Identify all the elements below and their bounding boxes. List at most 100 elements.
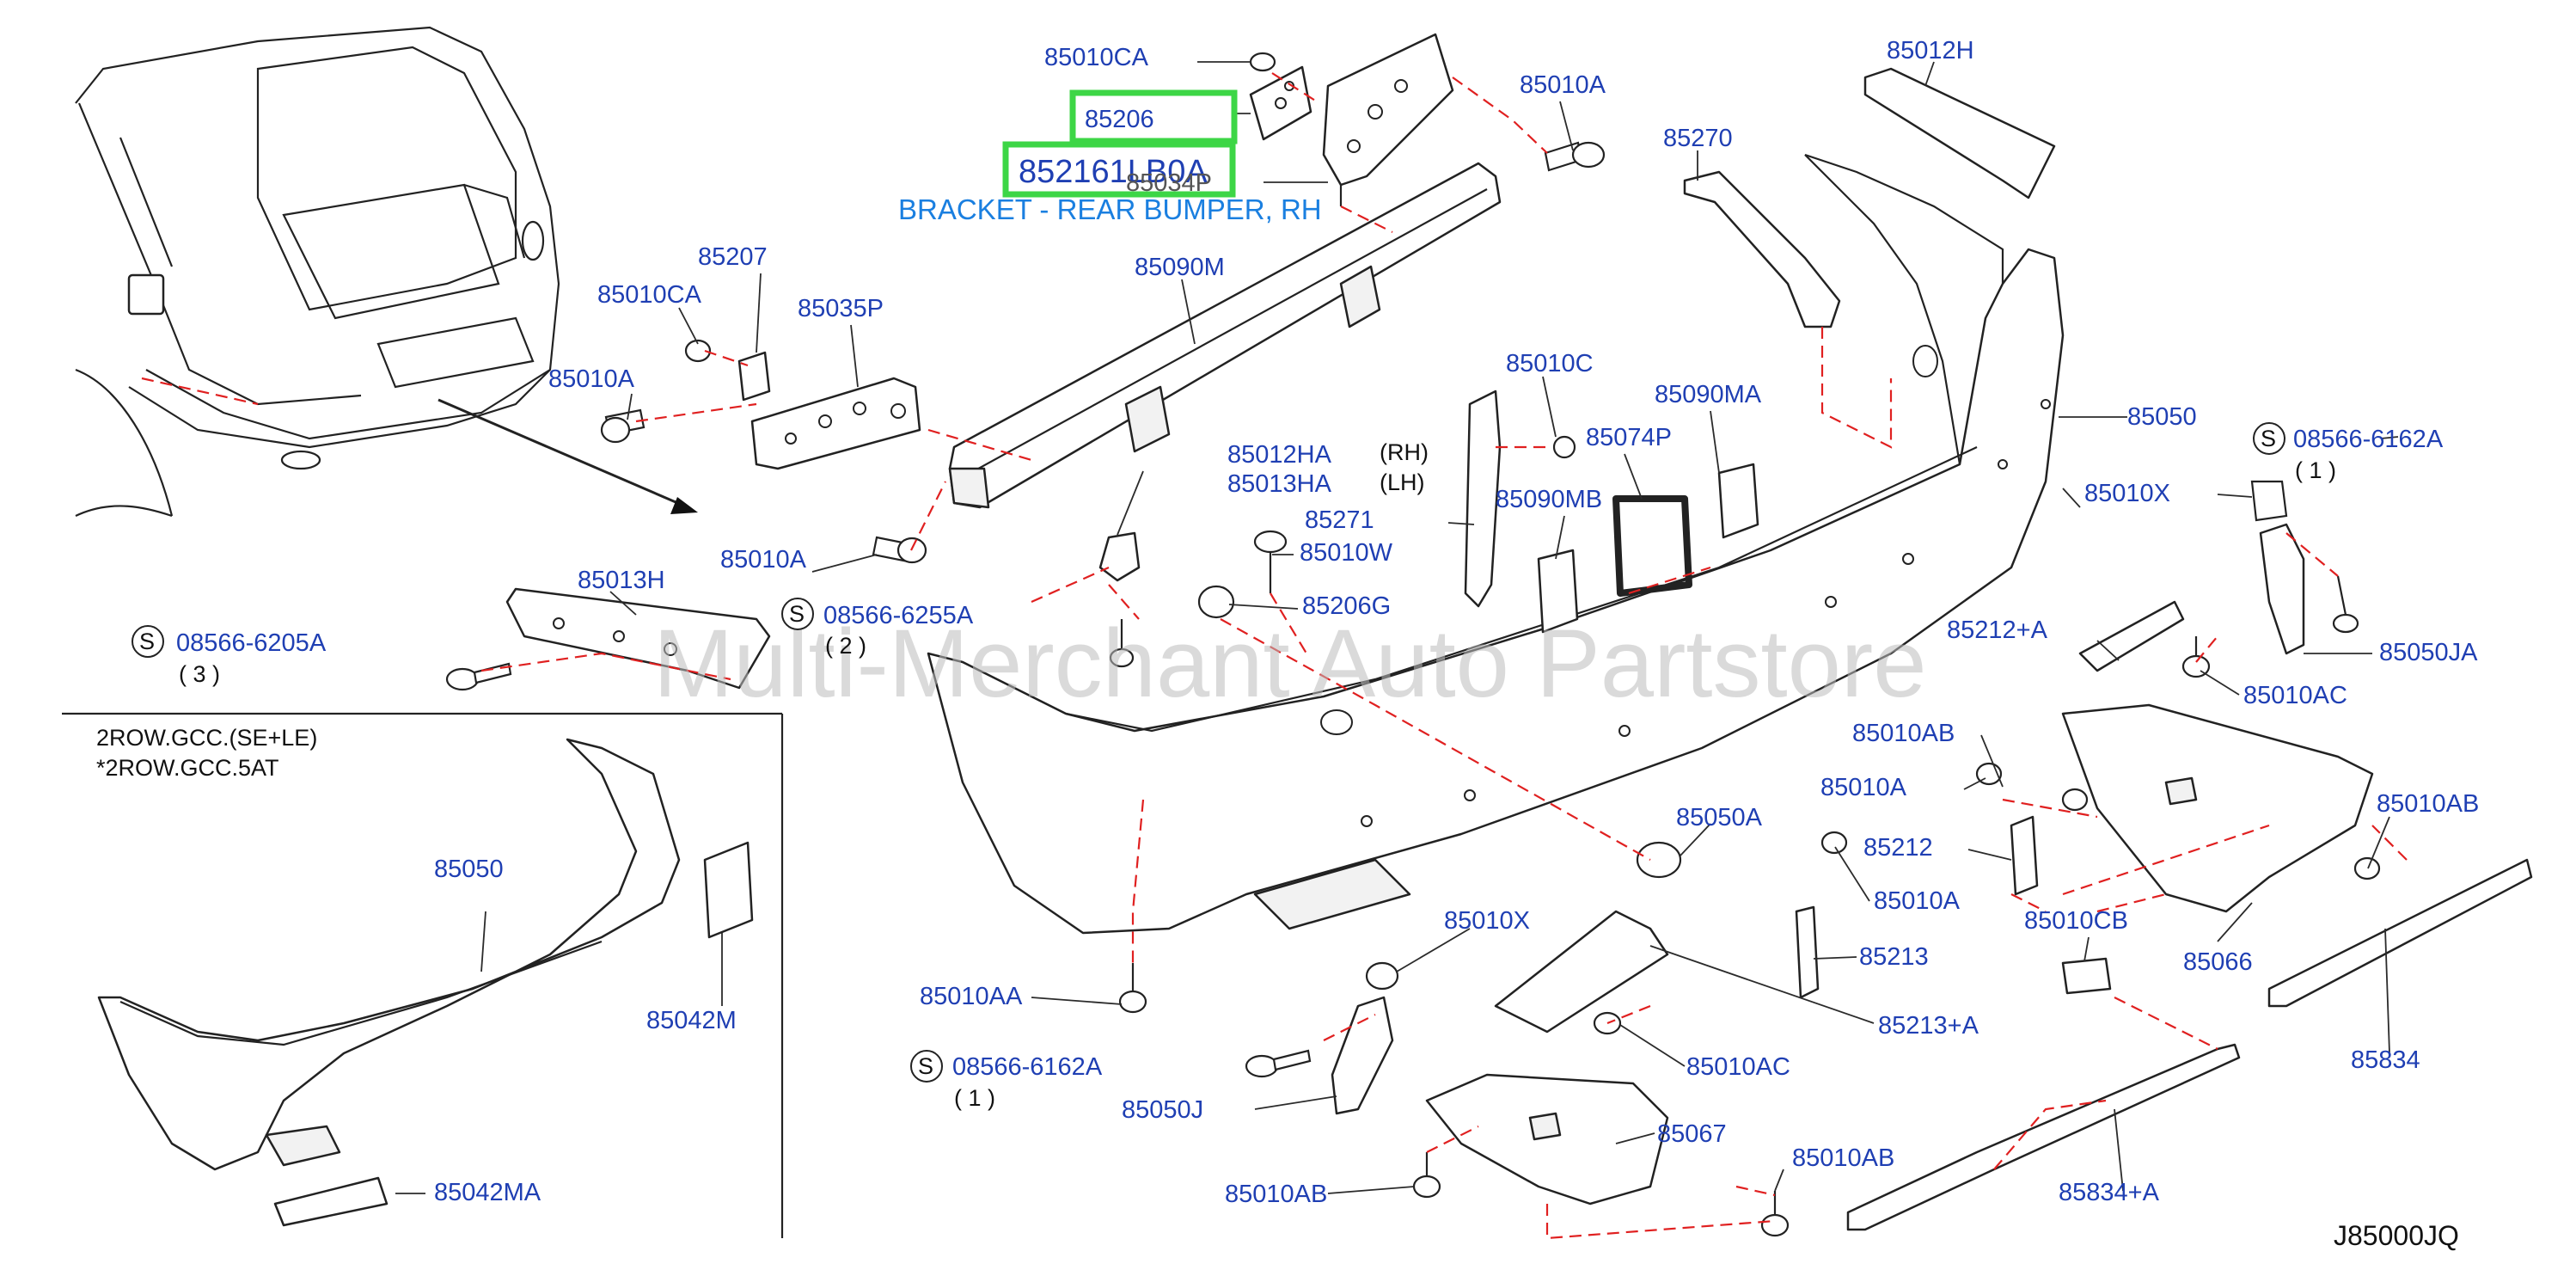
bolt-85010A-top[interactable] [1544,141,1606,172]
bracket-85035P[interactable] [750,377,921,470]
reflector-85834A[interactable] [1846,1043,2241,1231]
standard-part-08566-6162A-low[interactable]: S 08566-6162A ( 1 ) [910,1050,1103,1111]
bolt-85010AA[interactable] [1118,963,1147,1014]
inset-garnish-85042M[interactable] [703,841,754,939]
screw-08566-6255A[interactable] [1109,619,1135,668]
callout-85074P[interactable]: 85074P [1586,424,1672,451]
clip-85012HA[interactable] [1098,531,1141,582]
bracket-85034P[interactable] [1322,33,1454,206]
callout-85035P[interactable]: 85035P [798,295,884,322]
callout-85013HA[interactable]: 85013HA [1227,470,1332,498]
callout-85010A-mid[interactable]: 85010A [720,546,807,574]
callout-85213A[interactable]: 85213+A [1878,1012,1979,1040]
bracket-85050J[interactable] [1331,996,1394,1115]
bracket-85212[interactable] [2010,815,2039,896]
callout-85010CA-top[interactable]: 85010CA [1044,44,1149,71]
callout-85090M[interactable]: 85090M [1135,254,1225,281]
nut-85010X-low[interactable] [1365,961,1399,991]
callout-85012H[interactable]: 85012H [1887,37,1974,64]
bracket-85271[interactable] [1464,390,1502,608]
bracket-85212A[interactable] [2078,600,2185,672]
callout-85010X-low[interactable]: 85010X [1444,907,1530,935]
callout-85090MB[interactable]: 85090MB [1496,486,1602,513]
callout-85010X-right[interactable]: 85010X [2084,480,2170,507]
callout-85010A-lower[interactable]: 85010A [1820,774,1907,801]
bolt-85010A-low2[interactable] [1820,831,1848,855]
callout-85010AB-low[interactable]: 85010AB [1225,1181,1327,1208]
callout-85834A[interactable]: 85834+A [2059,1179,2160,1206]
callout-85010AB-right[interactable]: 85010AB [2377,790,2479,818]
bolt-85010AB-low[interactable] [1412,1152,1441,1199]
callout-85213[interactable]: 85213 [1859,943,1929,971]
callout-85050JA[interactable]: 85050JA [2379,639,2478,666]
bracket-85013H[interactable] [505,587,771,690]
bracket-85213[interactable] [1795,905,1820,999]
callout-85010AC-right[interactable]: 85010AC [2243,682,2347,709]
inset-bumper-85050[interactable] [97,738,681,1171]
callout-85067[interactable]: 85067 [1657,1120,1727,1148]
splash-guard-85066[interactable] [2061,703,2374,913]
callout-85010AB-upper[interactable]: 85010AB [1852,720,1955,747]
callout-85050-main[interactable]: 85050 [2127,403,2197,431]
callout-85010AA[interactable]: 85010AA [920,983,1023,1010]
garnish-85090MA[interactable] [1717,463,1759,539]
callout-85206[interactable]: 85206 [1085,106,1154,133]
callout-85010AC-low[interactable]: 85010AC [1686,1053,1790,1081]
standard-part-08566-6205A[interactable]: S 08566-6205A ( 3 ) [132,625,327,687]
splash-guard-85067[interactable] [1425,1073,1669,1205]
bracket-85206[interactable] [1249,52,1312,141]
nut-85010CB[interactable] [2061,957,2112,995]
bolt-85010AB-upper[interactable] [2061,788,2089,812]
callout-85010AB-low2[interactable]: 85010AB [1792,1144,1894,1172]
callout-85050-inset[interactable]: 85050 [434,856,504,883]
callout-85042M[interactable]: 85042M [646,1007,737,1034]
bracket-85213A[interactable] [1494,910,1669,1034]
clip-85050A[interactable] [1636,841,1682,879]
seal-85074P[interactable] [1612,495,1692,597]
garnish-85090MB[interactable] [1537,549,1579,634]
bolt-85010AB-right[interactable] [2353,856,2381,880]
nut-85010CA-left[interactable] [684,339,712,363]
callout-85066[interactable]: 85066 [2183,948,2253,976]
callout-85010A-low2[interactable]: 85010A [1874,887,1961,915]
callout-85010A-top[interactable]: 85010A [1520,71,1606,99]
callout-85206G[interactable]: 85206G [1302,592,1391,620]
callout-85034P[interactable]: 85034P [1126,169,1212,197]
callout-85042MA[interactable]: 85042MA [434,1179,542,1206]
reinforcement-85090M[interactable] [948,162,1502,509]
bracket-85012H[interactable] [1863,67,2056,199]
callout-85012HA[interactable]: 85012HA [1227,441,1332,469]
callout-85834[interactable]: 85834 [2351,1046,2420,1074]
standard-part-08566-6162A-right[interactable]: S 08566-6162A ( 1 ) [2253,422,2444,483]
inset-garnish-85042MA[interactable] [273,1176,389,1227]
callout-85271[interactable]: 85271 [1305,506,1374,534]
screw-08566-6162A-right[interactable] [2332,575,2359,634]
bumper-fascia-85050[interactable] [927,153,2065,935]
callout-85212A[interactable]: 85212+A [1947,617,2048,644]
callout-85010C[interactable]: 85010C [1506,350,1594,377]
reflector-85834[interactable] [2267,858,2533,1008]
callout-85050A[interactable]: 85050A [1676,804,1763,831]
callout-85010A-left[interactable]: 85010A [548,365,635,393]
bolt-85010A-left[interactable] [600,408,646,444]
standard-part-08566-6255A[interactable]: S 08566-6255A ( 2 ) [781,598,974,659]
bracket-85270[interactable] [1683,170,1841,328]
nut-85010C[interactable] [1552,435,1576,459]
callout-85010W[interactable]: 85010W [1300,539,1393,567]
highlight-part-number[interactable]: 852161LB0A [1019,154,1208,190]
callout-85010CB[interactable]: 85010CB [2024,907,2128,935]
bolt-85010AB-low2[interactable] [1760,1191,1790,1237]
grommet-85206G[interactable] [1197,585,1235,619]
bracket-85050JA[interactable] [2259,523,2305,655]
callout-85010CA-left[interactable]: 85010CA [597,281,702,309]
bolt-85010AC-right[interactable] [2181,636,2211,678]
clip-85207[interactable] [737,351,771,402]
callout-85270[interactable]: 85270 [1663,125,1733,152]
callout-85090MA[interactable]: 85090MA [1655,381,1762,408]
screw-85010W[interactable] [1253,530,1288,593]
bolt-85010A-mid[interactable] [872,536,927,564]
callout-85013H[interactable]: 85013H [578,567,665,594]
callout-85050J[interactable]: 85050J [1122,1096,1203,1124]
nut-85010X-right[interactable] [2250,480,2288,522]
callout-85212[interactable]: 85212 [1863,834,1933,862]
